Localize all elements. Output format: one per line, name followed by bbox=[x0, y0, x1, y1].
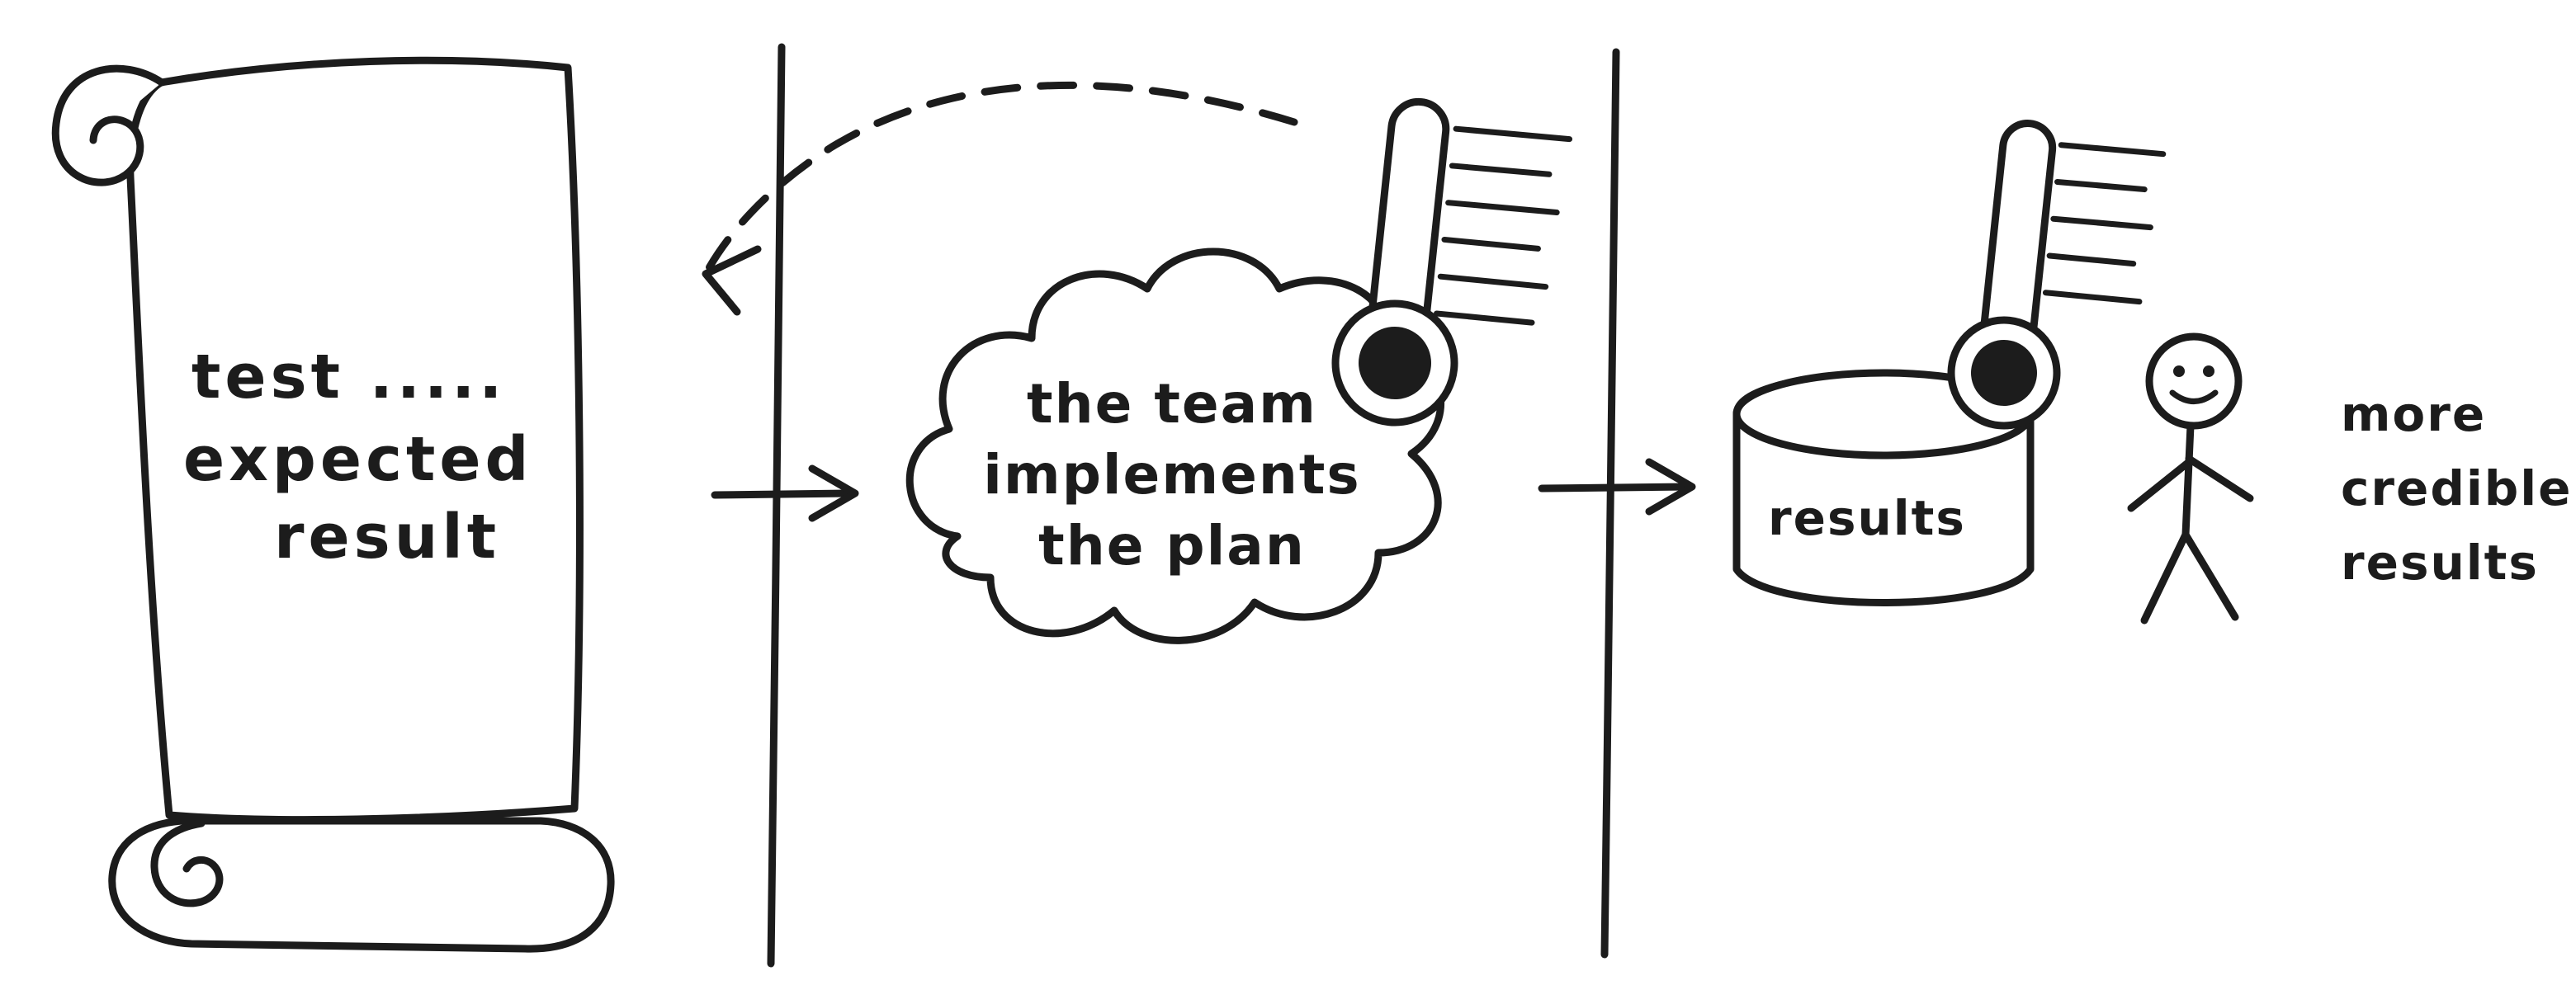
scroll-top-curl-fill bbox=[55, 68, 162, 183]
divider-line-right bbox=[1600, 48, 1620, 959]
scroll-top-curl bbox=[51, 64, 166, 186]
scroll-text-line3: result bbox=[274, 502, 500, 573]
tick bbox=[2050, 215, 2153, 231]
feedback-arrowhead-icon bbox=[702, 245, 762, 316]
results-arrowhead-icon bbox=[1645, 458, 1696, 516]
tick bbox=[1434, 310, 1535, 326]
caption-line1: more bbox=[2341, 386, 2486, 442]
tick bbox=[2054, 178, 2148, 193]
results-cylinder: results bbox=[1732, 369, 2035, 606]
cloud-text-line3: the plan bbox=[1038, 514, 1306, 577]
stick-figure-leg-left bbox=[2140, 530, 2190, 625]
tick bbox=[1449, 163, 1553, 177]
tick bbox=[1437, 273, 1549, 290]
thermometer-scale-ticks bbox=[2042, 142, 2167, 305]
stick-figure-smile bbox=[2169, 389, 2219, 404]
stick-figure-arm-right bbox=[2185, 455, 2254, 502]
divider-line-left bbox=[767, 43, 786, 968]
tick bbox=[2046, 252, 2137, 267]
cloud-text-line2: implements bbox=[983, 443, 1360, 507]
feedback-arrow-curve bbox=[702, 81, 1298, 278]
scroll: test ..... expected result bbox=[51, 56, 615, 953]
scroll-text-line1: test ..... bbox=[191, 342, 506, 412]
thermometer-scale-ticks bbox=[1434, 125, 1573, 326]
scroll-bottom-roll-curl bbox=[150, 819, 224, 907]
thermometer-icon-2 bbox=[1947, 120, 2167, 430]
cloud-text-line1: the team bbox=[1027, 372, 1317, 436]
stick-figure bbox=[2127, 332, 2254, 625]
tick bbox=[2042, 290, 2143, 305]
stick-figure-eye-right bbox=[2203, 365, 2214, 377]
plan-arrow bbox=[711, 464, 859, 522]
tick bbox=[1453, 125, 1573, 143]
stick-figure-arm-left bbox=[2127, 458, 2193, 512]
tick bbox=[2058, 142, 2167, 158]
feedback-dashed-arrow bbox=[702, 81, 1298, 316]
thermometer-bulb-fill bbox=[1971, 340, 2037, 406]
stick-figure-leg-right bbox=[2181, 530, 2239, 621]
results-arrow-shaft bbox=[1538, 483, 1691, 493]
plan-arrowhead-icon bbox=[808, 464, 859, 522]
tick bbox=[1441, 236, 1541, 252]
stick-figure-eye-left bbox=[2173, 365, 2185, 377]
scroll-sheet bbox=[126, 56, 584, 824]
plan-arrow-shaft bbox=[711, 489, 854, 499]
results-arrow bbox=[1538, 458, 1696, 516]
stick-figure-body bbox=[2181, 422, 2195, 539]
caption: more credible results bbox=[2341, 386, 2572, 591]
caption-line3: results bbox=[2341, 535, 2539, 591]
scroll-bottom-roll bbox=[108, 817, 615, 953]
thermometer-icon bbox=[1331, 97, 1573, 427]
results-label: results bbox=[1768, 490, 1966, 546]
caption-line2: credible bbox=[2341, 460, 2572, 516]
thermometer-bulb-fill bbox=[1359, 327, 1431, 399]
scroll-text-line2: expected bbox=[183, 424, 532, 495]
stick-figure-head bbox=[2145, 332, 2243, 430]
tick bbox=[1445, 200, 1560, 216]
